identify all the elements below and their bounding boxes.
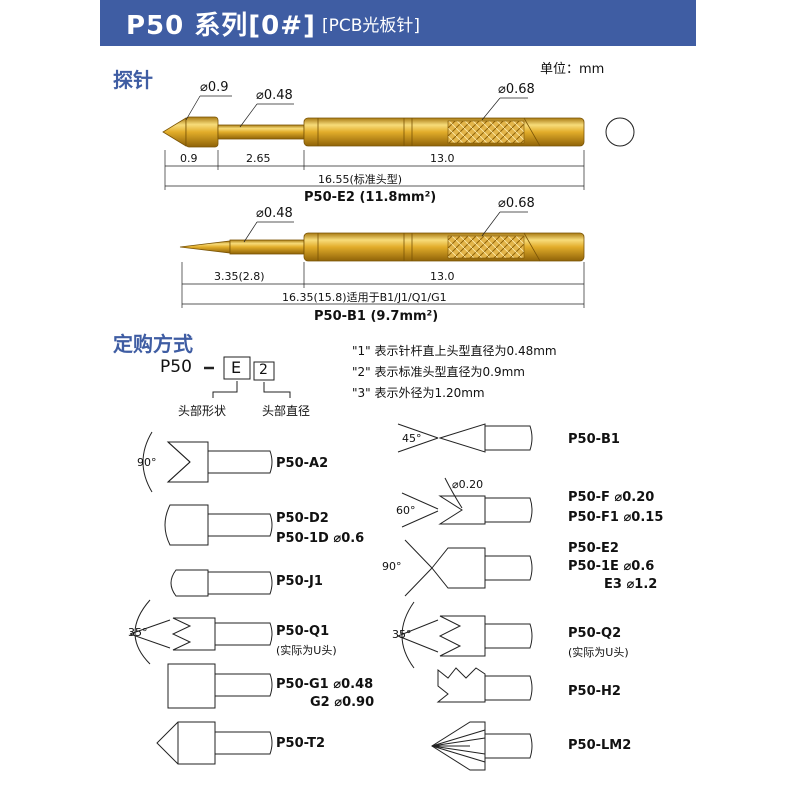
head-e3-name: E3 ⌀1.2 xyxy=(604,577,658,592)
order-label-diameter: 头部直径 xyxy=(262,404,311,418)
right-head-shapes xyxy=(397,423,533,771)
head-j1-name: P50-J1 xyxy=(276,574,323,589)
probe-b1-total-length: 16.35(15.8)适用于B1/J1/Q1/G1 xyxy=(282,291,447,304)
page-subtitle: [PCB光板针] xyxy=(321,15,420,36)
probe-b1-length-c: 13.0 xyxy=(430,270,455,283)
order-note-1: "1" 表示针杆直上头型直径为0.48mm xyxy=(352,344,557,358)
head-1e-name: P50-1E ⌀0.6 xyxy=(568,559,655,574)
head-q1-name: P50-Q1 xyxy=(276,624,330,639)
head-f-name: P50-F ⌀0.20 xyxy=(568,490,655,505)
head-b1-angle: 45° xyxy=(402,432,422,445)
probe-e2-dimensions xyxy=(164,95,585,190)
head-q1-note: (实际为U头) xyxy=(276,644,337,657)
probe-e2-name: P50-E2 (11.8mm²) xyxy=(304,190,437,205)
head-b1-name: P50-B1 xyxy=(568,432,620,447)
section-probe-title: 探针 xyxy=(113,68,153,92)
order-label-shape: 头部形状 xyxy=(178,404,227,418)
head-a2-angle: 90° xyxy=(137,456,157,469)
probe-e2-length-b: 2.65 xyxy=(246,152,271,165)
probe-b1-name: P50-B1 (9.7mm²) xyxy=(314,309,439,324)
probe-e2-shaft-diameter: ⌀0.48 xyxy=(256,88,293,103)
order-code-shape: E xyxy=(231,358,242,377)
head-h2-name: P50-H2 xyxy=(568,684,621,699)
probe-e2-total-length: 16.55(标准头型) xyxy=(318,173,403,186)
unit-label: 单位：mm xyxy=(540,62,605,77)
order-note-2: "2" 表示标准头型直径为0.9mm xyxy=(352,365,525,379)
head-a2-name: P50-A2 xyxy=(276,456,329,471)
head-lm2-name: P50-LM2 xyxy=(568,738,632,753)
head-q2-name: P50-Q2 xyxy=(568,626,622,641)
probe-b1-barrel-diameter: ⌀0.68 xyxy=(498,196,535,211)
left-head-shapes xyxy=(129,431,273,765)
probe-e2-barrel-diameter: ⌀0.68 xyxy=(498,82,535,97)
head-f-angle: 60° xyxy=(396,504,416,517)
head-q2-angle: 35° xyxy=(392,628,412,641)
head-f-tip-diameter: ⌀0.20 xyxy=(452,478,484,491)
probe-e2-drawing xyxy=(162,116,585,148)
probe-e2-tip-diameter: ⌀0.9 xyxy=(200,80,229,95)
head-t2-name: P50-T2 xyxy=(276,736,326,751)
order-prefix: P50 xyxy=(160,357,192,377)
head-q1-angle: 35° xyxy=(128,626,148,639)
order-code-drawing xyxy=(204,356,291,398)
page-title: P50 系列[0#] xyxy=(126,10,316,41)
probe-b1-drawing xyxy=(179,232,585,262)
probe-b1-length-a: 3.35(2.8) xyxy=(214,270,265,283)
head-f1-name: P50-F1 ⌀0.15 xyxy=(568,510,664,525)
order-note-3: "3" 表示外径为1.20mm xyxy=(352,386,485,400)
probe-b1-shaft-diameter: ⌀0.48 xyxy=(256,206,293,221)
title-banner: P50 系列[0#] [PCB光板针] xyxy=(100,0,696,46)
barrel-end-circle xyxy=(605,117,635,147)
head-g1-name: P50-G1 ⌀0.48 xyxy=(276,677,374,692)
head-d2-name: P50-D2 xyxy=(276,511,329,526)
order-code-diameter: 2 xyxy=(259,362,268,378)
head-1d-name: P50-1D ⌀0.6 xyxy=(276,531,365,546)
probe-e2-length-a: 0.9 xyxy=(180,152,198,165)
head-q2-note: (实际为U头) xyxy=(568,646,629,659)
head-e2-name: P50-E2 xyxy=(568,541,619,556)
section-order-title: 定购方式 xyxy=(113,332,193,356)
head-e2-angle: 90° xyxy=(382,560,402,573)
probe-e2-length-c: 13.0 xyxy=(430,152,455,165)
head-g2-name: G2 ⌀0.90 xyxy=(310,695,375,710)
probe-b1-dimensions xyxy=(181,211,585,308)
